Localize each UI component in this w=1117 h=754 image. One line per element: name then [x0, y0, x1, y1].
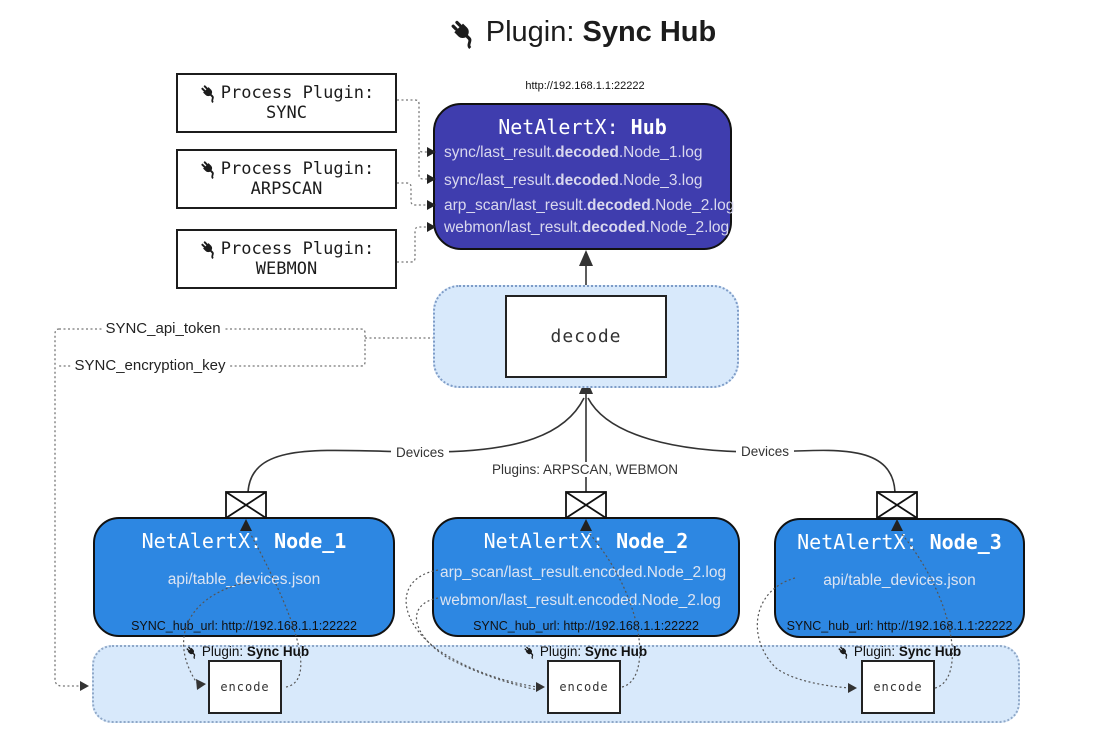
plug-icon — [451, 20, 472, 49]
encode-box-1: encode — [208, 660, 282, 714]
hub-title-prefix: NetAlertX: — [498, 115, 631, 139]
node1-title: NetAlertX: Node_1 — [141, 529, 347, 553]
plug-icon — [201, 241, 214, 259]
envelope-icon — [876, 491, 918, 519]
node3-hub-url: SYNC_hub_url: http://192.168.1.1:22222 — [786, 619, 1013, 633]
arrowhead-into-hub — [579, 250, 593, 266]
process-plugin-name: SYNC — [266, 103, 307, 123]
node1-hub-url: SYNC_hub_url: http://192.168.1.1:22222 — [131, 619, 357, 633]
hub-log-line: sync/last_result.decoded.Node_3.log — [444, 172, 703, 189]
node2-box: NetAlertX: Node_2 arp_scan/last_result.e… — [432, 517, 740, 637]
process-plugin-name: ARPSCAN — [250, 179, 323, 199]
plugin-to-hub-connectors — [397, 99, 427, 263]
devices-edge-label-left: Devices — [390, 445, 450, 460]
hub-url-label: http://192.168.1.1:22222 — [525, 80, 645, 92]
hub-title: NetAlertX: Hub — [435, 115, 730, 139]
plug-icon — [838, 646, 848, 659]
encode-plugin-label-1: Plugin: Sync Hub — [185, 644, 309, 659]
sync-encryption-key-label: SYNC_encryption_key — [70, 357, 230, 374]
encode-plugin-label-2: Plugin: Sync Hub — [523, 644, 647, 659]
plug-icon — [524, 646, 534, 659]
envelope-icon — [565, 491, 607, 519]
process-plugin-label: Process Plugin: — [220, 159, 375, 179]
node2-file: webmon/last_result.encoded.Node_2.log — [440, 592, 721, 609]
sync-api-token-label: SYNC_api_token — [101, 320, 225, 337]
encode-box-2: encode — [547, 660, 621, 714]
plugins-edge-label: Plugins: ARPSCAN, WEBMON — [486, 462, 684, 477]
hub-title-bold: Hub — [630, 115, 667, 139]
plug-icon — [201, 161, 214, 179]
node1-file: api/table_devices.json — [167, 571, 321, 588]
devices-edge-label-right: Devices — [735, 444, 795, 459]
encode-box-3: encode — [861, 660, 935, 714]
arrowhead-into-band — [80, 681, 89, 691]
encode-plugin-label-3: Plugin: Sync Hub — [837, 644, 961, 659]
process-plugin-arpscan-box: Process Plugin: ARPSCAN — [176, 149, 397, 209]
title-bold: Sync Hub — [582, 16, 717, 48]
decode-box: decode — [505, 295, 667, 378]
process-plugin-label: Process Plugin: — [220, 239, 375, 259]
hub-log-line: arp_scan/last_result.decoded.Node_2.log — [444, 197, 735, 214]
process-plugin-label: Process Plugin: — [220, 83, 375, 103]
envelope-icon — [225, 491, 267, 519]
hub-log-line: sync/last_result.decoded.Node_1.log — [444, 144, 703, 161]
title-prefix: Plugin: — [485, 16, 583, 48]
process-plugin-name: WEBMON — [255, 259, 318, 279]
node3-box: NetAlertX: Node_3 api/table_devices.json… — [774, 518, 1025, 638]
decode-label: decode — [550, 326, 622, 347]
nodes-to-decode-edges — [247, 392, 896, 493]
plug-icon — [186, 646, 196, 659]
hub-box: NetAlertX: Hub sync/last_result.decoded.… — [433, 103, 735, 250]
hub-log-line: webmon/last_result.decoded.Node_2.log — [444, 219, 730, 236]
process-plugin-sync-box: Process Plugin: SYNC — [176, 73, 397, 133]
node3-title: NetAlertX: Node_3 — [797, 530, 1002, 554]
page-title: Plugin: Sync Hub — [448, 16, 716, 49]
node2-file: arp_scan/last_result.encoded.Node_2.log — [440, 564, 727, 581]
node2-title: NetAlertX: Node_2 — [483, 529, 689, 553]
node3-file: api/table_devices.json — [823, 572, 976, 589]
process-plugin-webmon-box: Process Plugin: WEBMON — [176, 229, 397, 289]
plug-icon — [201, 85, 214, 103]
node2-hub-url: SYNC_hub_url: http://192.168.1.1:22222 — [473, 619, 699, 633]
node1-box: NetAlertX: Node_1 api/table_devices.json… — [93, 517, 395, 637]
